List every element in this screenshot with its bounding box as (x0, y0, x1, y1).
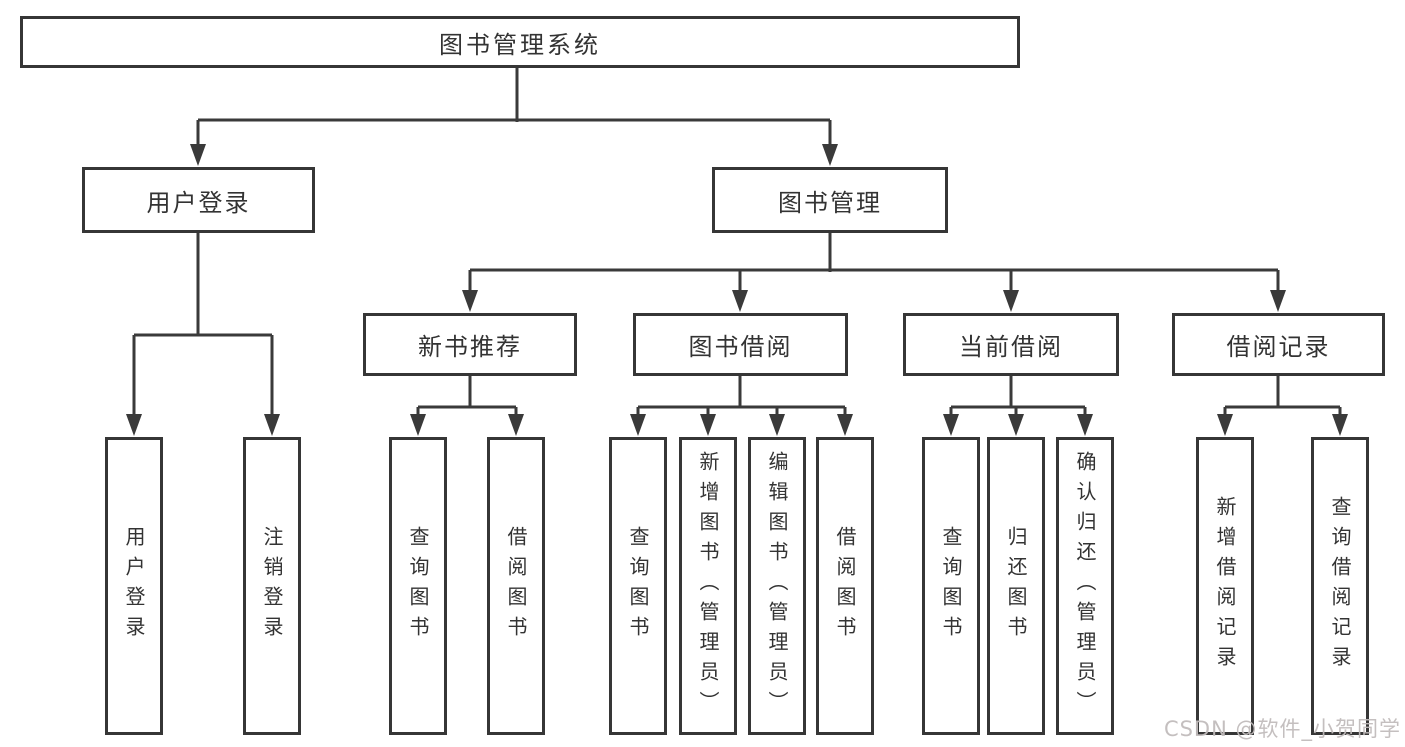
leaf-label: 注销登录 (260, 526, 284, 646)
arrowhead-icons (126, 144, 1348, 436)
leaf-borrow-book-1: 借阅图书 (487, 437, 545, 735)
node-user-login: 用户登录 (82, 167, 315, 233)
leaf-label: 查询图书 (406, 526, 430, 646)
leaf-label: 新增借阅记录 (1213, 496, 1237, 676)
node-label: 当前借阅 (959, 333, 1063, 361)
leaf-return-book: 归还图书 (987, 437, 1045, 735)
leaf-label: 归还图书 (1004, 526, 1028, 646)
node-library-management-system: 图书管理系统 (20, 16, 1020, 68)
leaf-label: 查询图书 (626, 526, 650, 646)
leaf-add-book-admin: 新增图书（管理员） (679, 437, 737, 735)
leaf-label: 用户登录 (122, 526, 146, 646)
node-borrow-records: 借阅记录 (1172, 313, 1385, 376)
node-new-book-recommend: 新书推荐 (363, 313, 577, 376)
leaf-edit-book-admin: 编辑图书（管理员） (748, 437, 806, 735)
node-label: 图书管理 (778, 188, 882, 217)
leaf-confirm-return-admin: 确认归还（管理员） (1056, 437, 1114, 735)
leaf-query-book-1: 查询图书 (389, 437, 447, 735)
connector-lines (132, 68, 1342, 418)
leaf-label: 借阅图书 (504, 526, 528, 646)
node-label: 借阅记录 (1226, 333, 1331, 361)
leaf-label: 借阅图书 (833, 526, 857, 646)
leaf-query-book-3: 查询图书 (922, 437, 980, 735)
leaf-label: 查询图书 (939, 526, 963, 646)
node-book-borrow: 图书借阅 (633, 313, 848, 376)
leaf-user-login: 用户登录 (105, 437, 163, 735)
node-current-borrow: 当前借阅 (903, 313, 1119, 376)
leaf-query-book-2: 查询图书 (609, 437, 667, 735)
watermark-csdn: CSDN @软件_小贺同学 (1163, 717, 1401, 741)
node-label: 新书推荐 (418, 333, 522, 361)
leaf-borrow-book-2: 借阅图书 (816, 437, 874, 735)
leaf-label: 新增图书（管理员） (696, 451, 720, 721)
leaf-add-borrow-record: 新增借阅记录 (1196, 437, 1254, 735)
leaf-label: 确认归还（管理员） (1073, 451, 1097, 721)
node-label: 图书管理系统 (439, 30, 601, 59)
node-label: 用户登录 (146, 188, 251, 217)
leaf-label: 查询借阅记录 (1328, 496, 1352, 676)
leaf-query-borrow-record: 查询借阅记录 (1311, 437, 1369, 735)
node-label: 图书借阅 (688, 333, 793, 361)
leaf-label: 编辑图书（管理员） (765, 451, 789, 721)
leaf-logout: 注销登录 (243, 437, 301, 735)
node-book-management: 图书管理 (712, 167, 948, 233)
